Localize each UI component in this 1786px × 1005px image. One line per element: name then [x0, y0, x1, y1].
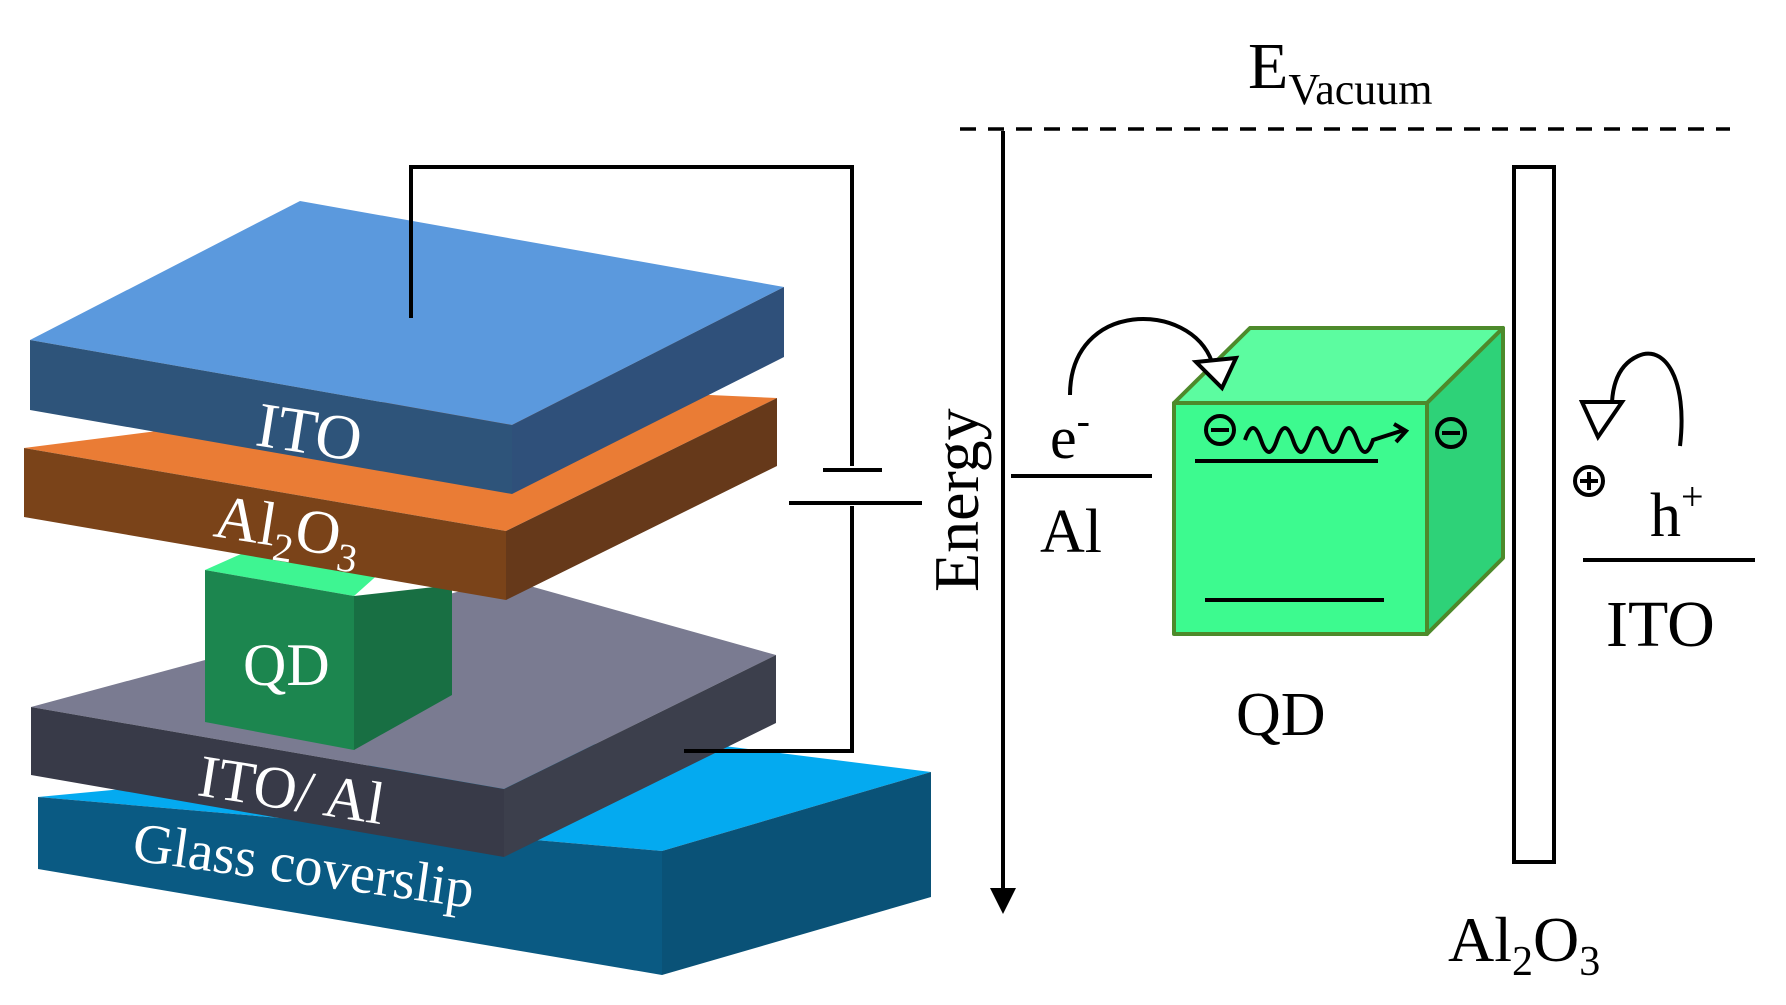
al-label: Al [1040, 498, 1102, 566]
qd-block-label: QD [243, 632, 330, 698]
al2o3-barrier-label: Al2O3 [1448, 904, 1600, 985]
qd-label: QD [1236, 681, 1326, 749]
circuit [409, 165, 922, 753]
relaxation-wave-arrow [1243, 426, 1405, 454]
ito-al-front-face [31, 707, 504, 857]
qd-front-face [205, 570, 354, 750]
qd-right-face [354, 585, 452, 750]
al2o3-barrier [1512, 165, 1556, 864]
electron-injection-arrow [1068, 317, 1214, 396]
circuit-wire-top [409, 165, 854, 466]
energy-diagram: EVacuum Energy e- Al [921, 30, 1755, 985]
electron-injection-arrowhead [1191, 355, 1240, 392]
energy-axis-label: Energy [921, 408, 992, 592]
glass-right-face [662, 772, 931, 975]
electron-symbol-right-icon [1435, 417, 1467, 449]
ito-front-face [30, 340, 512, 494]
relaxation-wave-arrowhead [1392, 422, 1410, 444]
electron-label: e- [1050, 398, 1090, 471]
al2o3-front-face [24, 448, 506, 600]
energy-axis-arrowhead [990, 888, 1016, 914]
device-stack: Glass coverslip ITO/ Al QD Al2O3 [24, 165, 931, 975]
electron-symbol-icon [1204, 414, 1236, 446]
hole-injection-arrow [1610, 351, 1684, 447]
ito-energy-label: ITO [1606, 588, 1715, 661]
hole-injection-arrowhead [1578, 400, 1626, 442]
hole-label: h+ [1650, 474, 1704, 550]
circuit-wire-bottom [684, 506, 854, 753]
qd-cube [1172, 326, 1505, 636]
ito-top-face [30, 201, 784, 425]
ito-al-right-face [504, 655, 776, 857]
al2o3-right-face [506, 398, 777, 600]
ito-layer-label: ITO [252, 389, 367, 476]
hole-symbol-icon [1573, 465, 1605, 497]
vacuum-level-label: EVacuum [1248, 30, 1433, 114]
ito-top-layer: ITO [30, 201, 784, 494]
ito-right-face [512, 287, 784, 494]
